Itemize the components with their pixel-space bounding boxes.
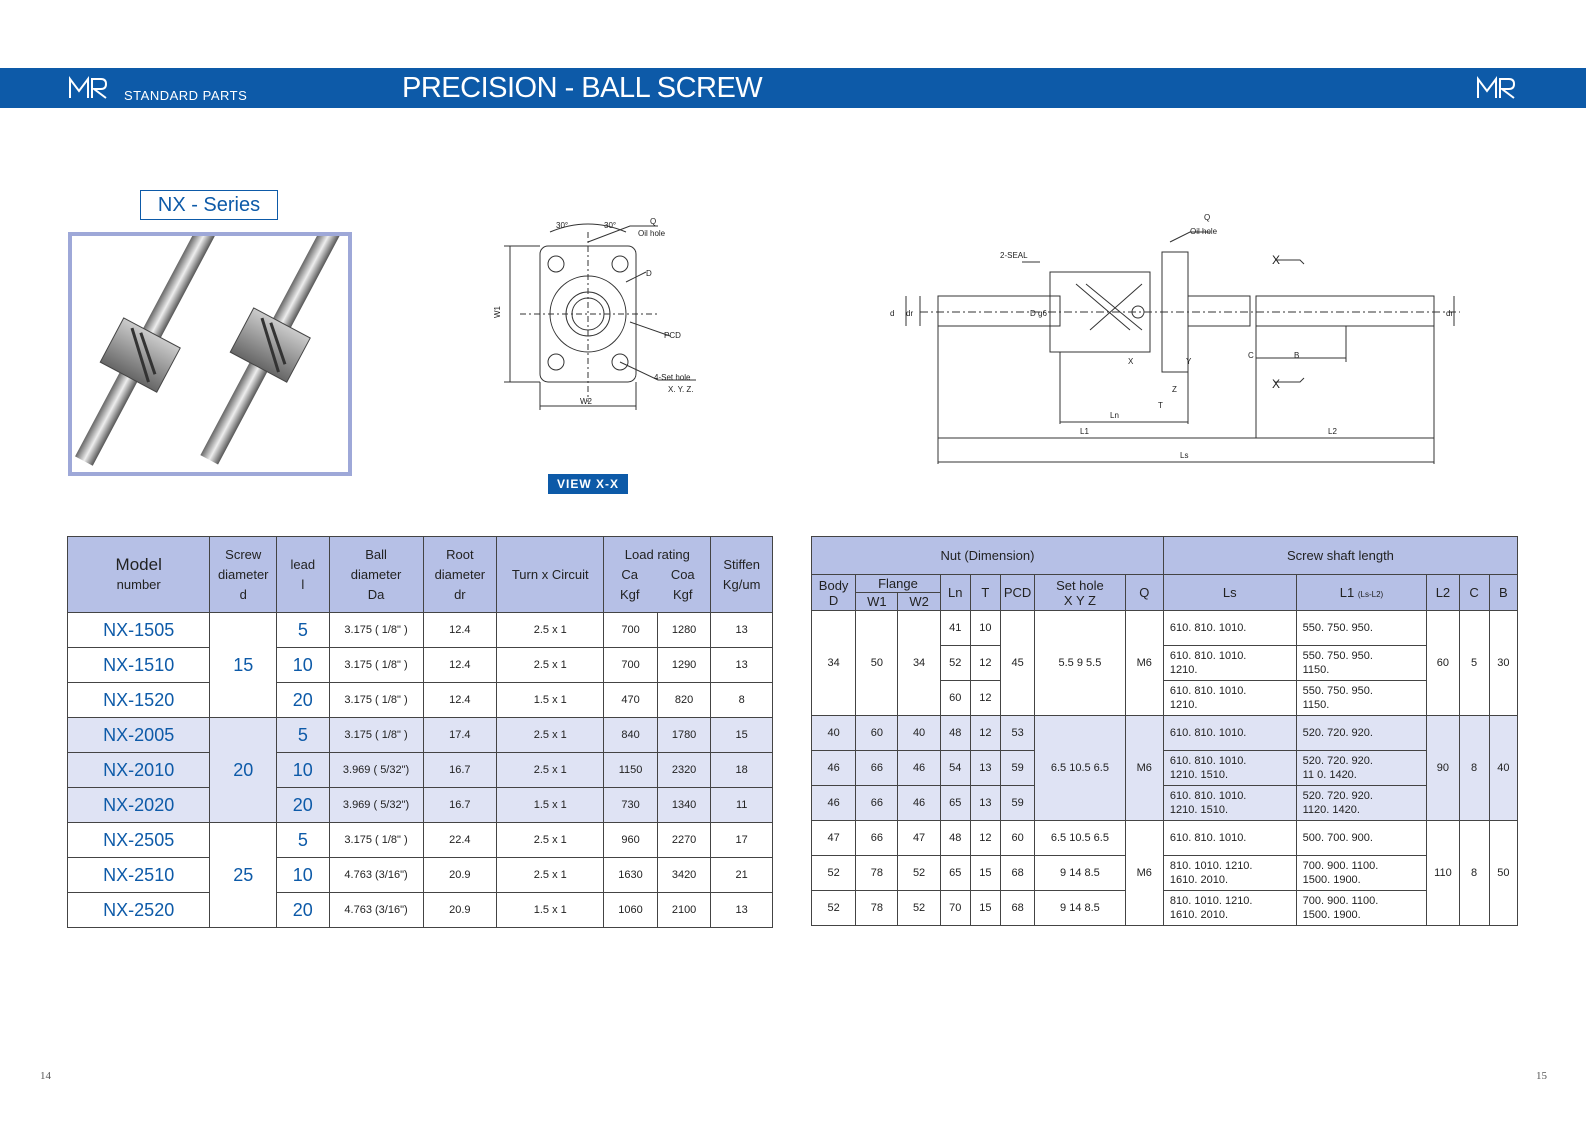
header-banner: STANDARD PARTS PRECISION - BALL SCREW [0,68,1586,108]
table-row: 52 78 52 70 15 68 9 14 8.5 810. 1010. 12… [810,890,1518,926]
svg-text:Z: Z [1172,385,1177,394]
table-row: 52 78 52 65 15 68 9 14 8.5 810. 1010. 12… [810,855,1518,891]
svg-text:d: d [890,309,894,318]
svg-text:W2: W2 [580,397,593,406]
svg-text:C: C [1248,351,1254,360]
svg-text:D g6: D g6 [1030,309,1047,318]
svg-text:Oil hole: Oil hole [638,229,666,238]
svg-text:X: X [1272,377,1280,391]
svg-text:dr: dr [1446,309,1453,318]
table-row: 47 66 47 48 12 60 6.5 10.5 6.5 M6 610. 8… [810,820,1519,926]
header-turn-circuit: Turn x Circuit [496,536,605,613]
svg-text:X: X [1128,357,1134,366]
svg-text:2-SEAL: 2-SEAL [1000,251,1028,260]
svg-text:Y: Y [1186,357,1192,366]
svg-text:X. Y. Z.: X. Y. Z. [668,385,694,394]
svg-text:Ls: Ls [1180,451,1188,460]
table-row: 52 12 610. 810. 1010.1210. 550. 750. 950… [812,645,1518,681]
series-label: NX - Series [140,190,278,220]
header-flange: Flange [855,574,941,593]
header-w1: W1 [855,592,899,611]
header-nut-dimension: Nut (Dimension) [811,536,1164,575]
table-row: 60 12 610. 810. 1010.1210. 550. 750. 950… [812,680,1518,716]
header-l1: L1 (Ls-L2) [1295,574,1428,611]
brand-logo-left [68,76,110,100]
mr-logo-icon [69,76,108,99]
svg-text:L2: L2 [1328,427,1337,436]
product-photo [68,232,352,476]
header-b: B [1488,574,1519,611]
header-t: T [969,574,1001,611]
table-row: 46 66 46 54 13 59 610. 810. 1010.1210. 1… [810,750,1518,786]
svg-text:Q: Q [1204,213,1210,222]
table-row: 34 50 34 41 10 45 5.5 9 5.5 M6 610. 810.… [810,610,1519,716]
svg-text:B: B [1294,351,1299,360]
header-ln: Ln [939,574,971,611]
svg-text:Q: Q [650,217,656,226]
svg-text:T: T [1158,401,1163,410]
svg-text:X: X [1272,253,1280,267]
flange-view-drawing: 30° 30° Q Oil hole D PCD 4-Set hole X. Y… [490,212,720,420]
svg-text:30°: 30° [556,221,568,230]
header-l2: L2 [1426,574,1460,611]
mr-logo-icon [1477,76,1516,99]
svg-text:Oil hole: Oil hole [1190,227,1218,236]
svg-text:L1: L1 [1080,427,1089,436]
svg-text:Ln: Ln [1110,411,1119,420]
header-q: Q [1124,574,1164,611]
svg-text:W1: W1 [493,305,502,318]
header-c: C [1458,574,1490,611]
side-view-drawing: 2-SEAL Q Oil hole X X d dr dr D g6 C B X… [880,212,1480,468]
header-w2: W2 [897,592,941,611]
svg-text:30°: 30° [604,221,616,230]
svg-text:dr: dr [906,309,913,318]
view-xx-badge: VIEW X-X [548,474,628,494]
table-row: 46 66 46 65 13 59 610. 810. 1010.1210. 1… [810,785,1518,821]
header-pcd: PCD [999,574,1036,611]
page-title: PRECISION - BALL SCREW [402,72,763,104]
table-row: 40 60 40 48 12 53 6.5 10.5 6.5 M6 610. 8… [810,715,1519,821]
svg-text:D: D [646,269,652,278]
svg-text:PCD: PCD [664,331,681,340]
header-model: Model number [66,536,211,613]
page-number-right: 15 [1536,1070,1547,1082]
page-number-left: 14 [40,1070,51,1082]
standard-parts-label: STANDARD PARTS [124,88,248,103]
svg-text:4-Set hole: 4-Set hole [654,373,691,382]
brand-logo-right [1476,76,1518,100]
header-screw-shaft-length: Screw shaft length [1162,536,1519,575]
header-ls: Ls [1162,574,1297,611]
